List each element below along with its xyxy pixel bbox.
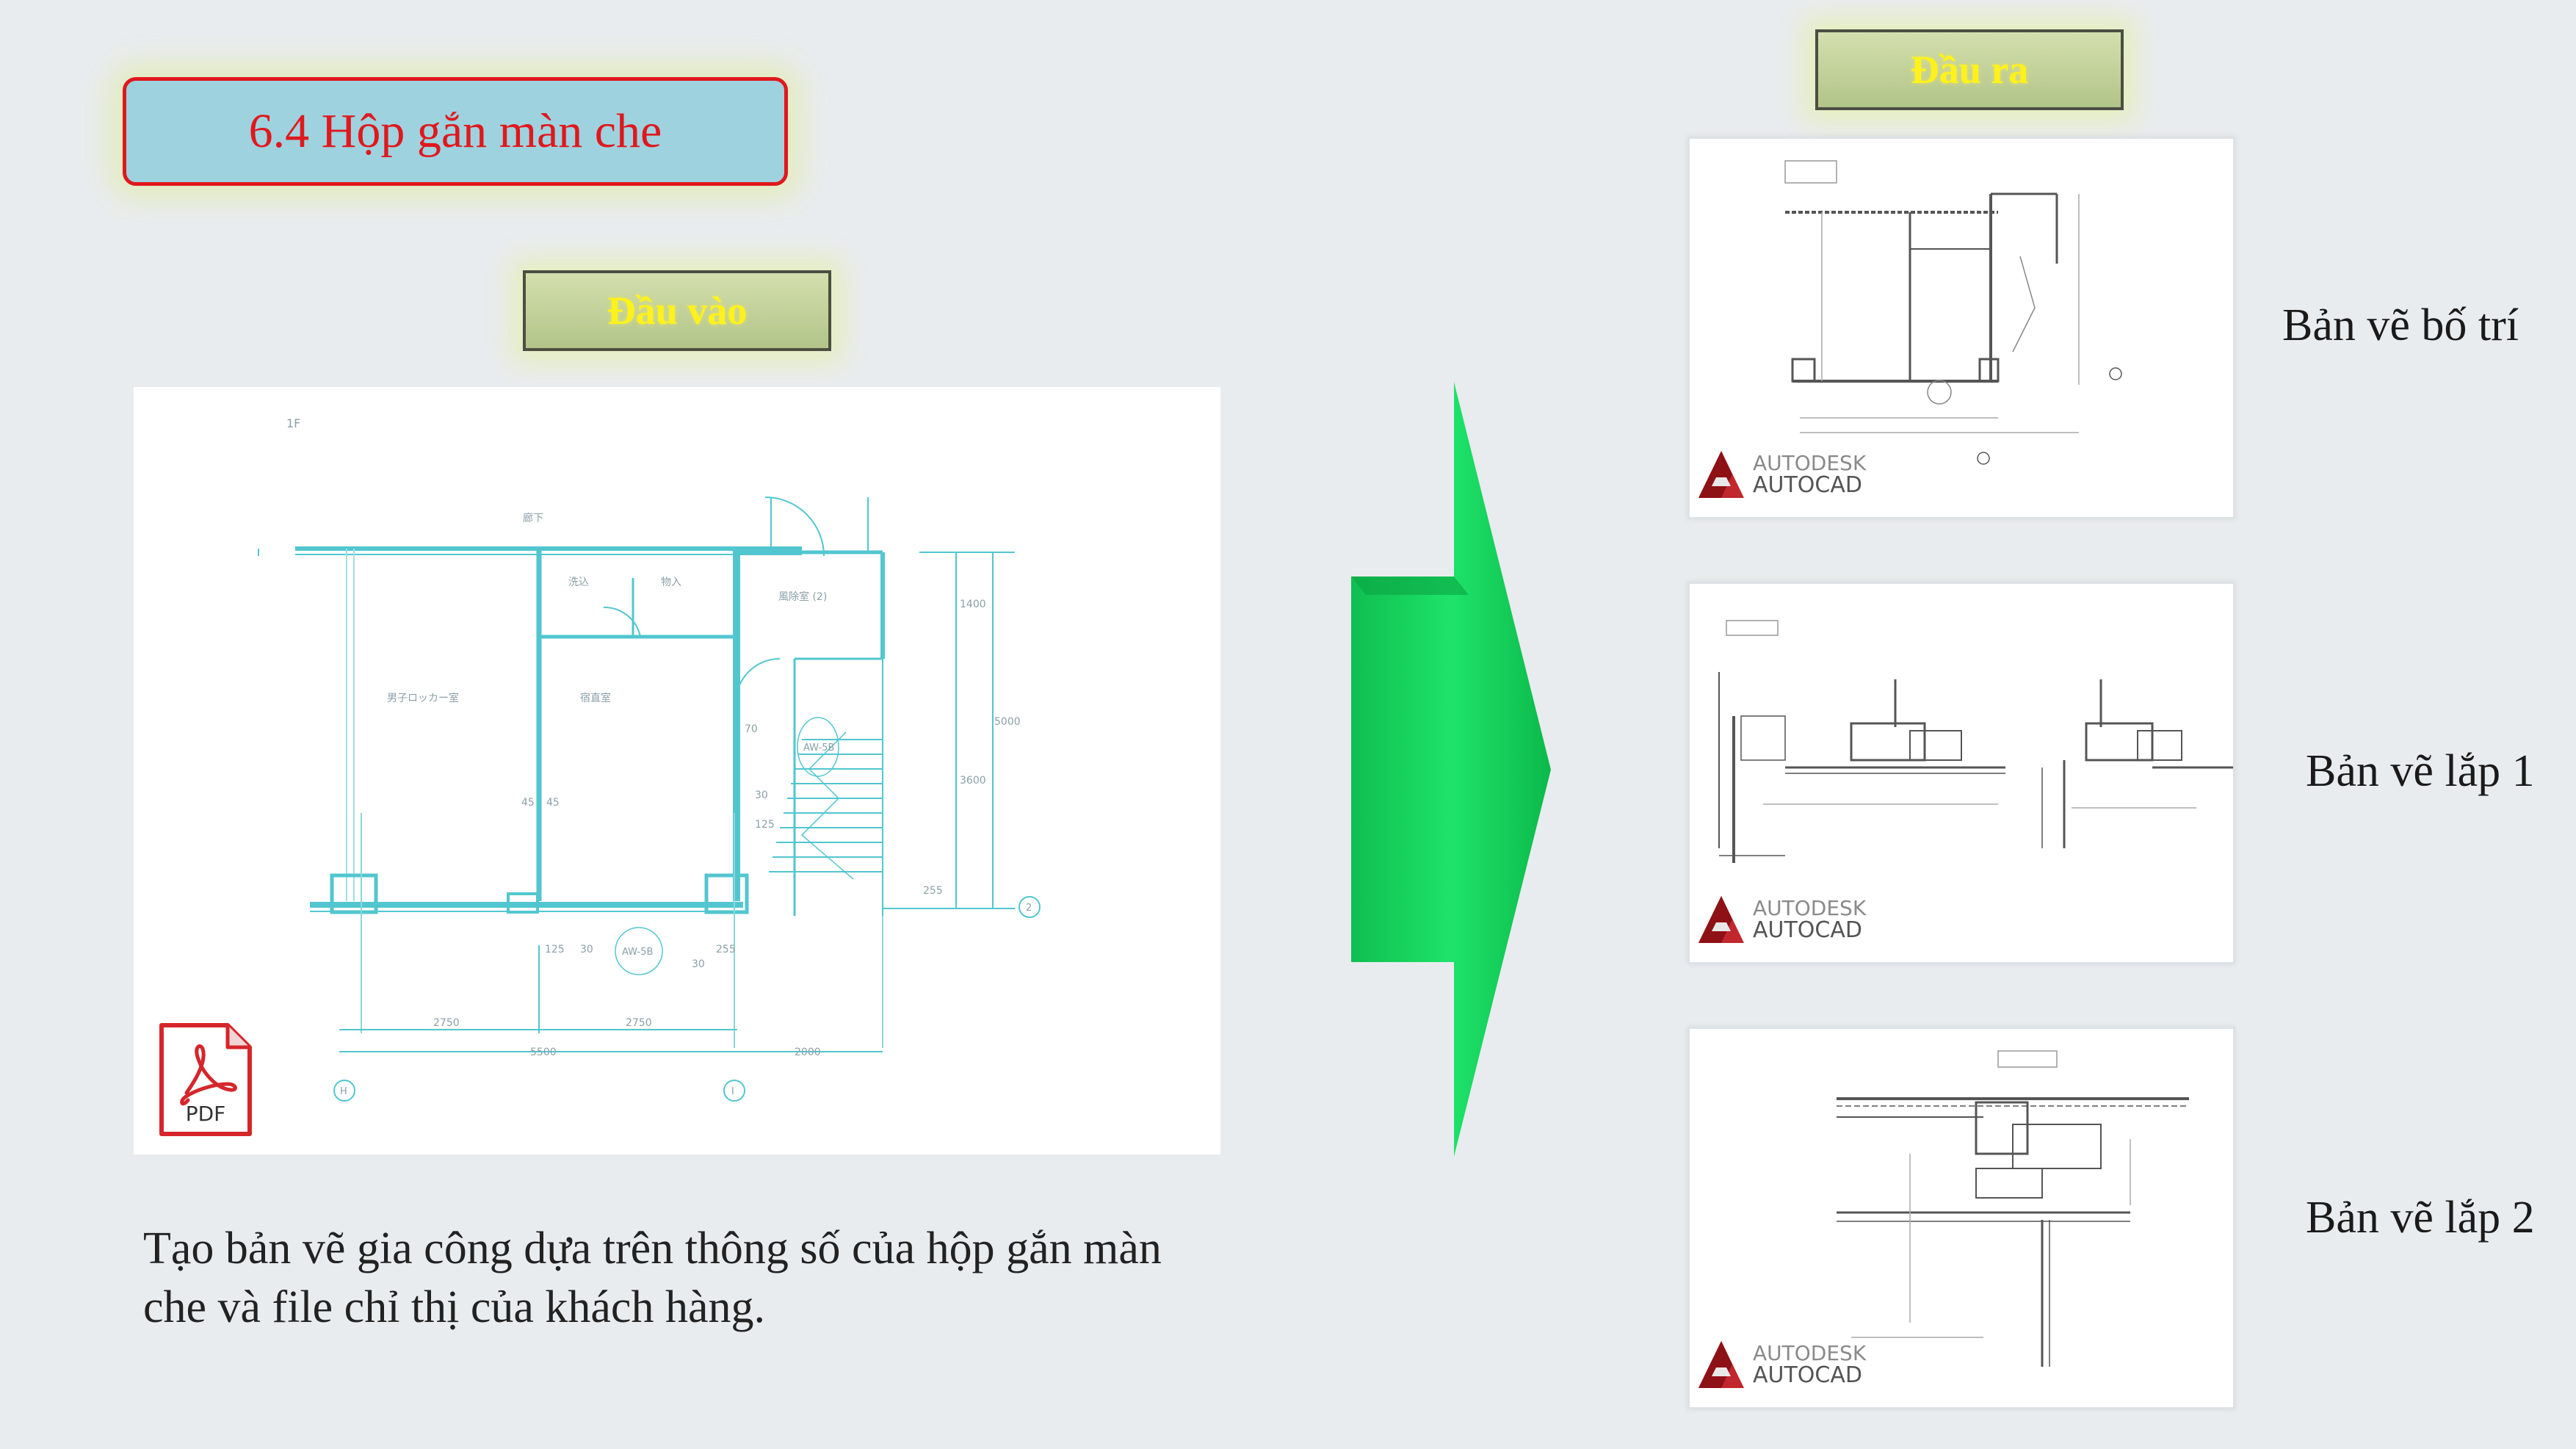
slide-title: 6.4 Hộp gắn màn che — [123, 77, 788, 186]
dim-label: 125 — [755, 819, 775, 831]
brand-line2: AUTOCAD — [1753, 917, 1862, 943]
output-thumbnail-assembly-1: AUTODESK AUTOCAD — [1687, 582, 2235, 964]
input-drawing-panel: 1F 廊下 洗込 物入 風除室 (2) 男子ロッカー室 宿直室 2750 275… — [134, 387, 1220, 1154]
autocad-icon — [1698, 1341, 1744, 1388]
output-label-layout: Bản vẽ bố trí — [2282, 300, 2519, 350]
output-label-assembly-2: Bản vẽ lắp 2 — [2306, 1193, 2535, 1243]
brand-line1: AUTODESK — [1753, 451, 1867, 475]
assembly-drawing-2 — [1837, 1050, 2189, 1367]
dim-label: 255 — [923, 885, 943, 897]
pdf-label: PDF — [186, 1102, 226, 1126]
autocad-logo: AUTODESK AUTOCAD — [1697, 448, 1866, 501]
process-arrow-icon — [1351, 382, 1557, 1157]
output-label: Đầu ra — [1815, 29, 2124, 110]
brand-line1: AUTODESK — [1753, 896, 1867, 920]
brand-line2: AUTOCAD — [1753, 1362, 1862, 1388]
brand-line1: AUTODESK — [1753, 1341, 1867, 1365]
autocad-icon — [1698, 896, 1744, 943]
grid-label: 2 — [1026, 903, 1032, 914]
dim-label: 255 — [716, 944, 736, 955]
window-tag: AW-5B — [803, 742, 834, 754]
dim-label: 5500 — [530, 1047, 557, 1058]
room-label: 廊下 — [523, 512, 543, 524]
dim-label: 45 — [521, 797, 535, 809]
assembly-drawing-1 — [1718, 620, 2233, 863]
dim-label: 30 — [692, 958, 705, 970]
description-text: Tạo bản vẽ gia công dựa trên thông số củ… — [143, 1224, 1162, 1332]
dim-label: 2750 — [626, 1017, 652, 1029]
pdf-file-icon: PDF — [157, 1021, 254, 1138]
dim-label: 70 — [745, 723, 758, 735]
output-thumbnail-layout: AUTODESK AUTOCAD — [1687, 137, 2235, 519]
dim-label: 1400 — [960, 599, 986, 610]
room-label: 洗込 — [568, 577, 589, 588]
input-label: Đầu vào — [523, 270, 831, 351]
autocad-logo: AUTODESK AUTOCAD — [1697, 893, 1866, 946]
autocad-icon — [1698, 451, 1744, 498]
output-label-assembly-1: Bản vẽ lắp 1 — [2306, 746, 2535, 796]
room-label: 男子ロッカー室 — [387, 692, 459, 704]
dim-label: 30 — [755, 789, 768, 801]
layout-drawing — [1784, 160, 2122, 465]
dim-label: 30 — [580, 944, 593, 955]
dim-label: 2750 — [433, 1017, 460, 1029]
autocad-logo: AUTODESK AUTOCAD — [1697, 1338, 1866, 1391]
room-label: 宿直室 — [580, 692, 611, 704]
floor-label: 1F — [286, 416, 300, 430]
dim-label: 45 — [546, 797, 560, 809]
window-tag: AW-5B — [622, 947, 653, 958]
grid-label: I — [731, 1086, 734, 1097]
output-thumbnail-assembly-2: AUTODESK AUTOCAD — [1687, 1027, 2235, 1409]
dim-label: 125 — [545, 944, 565, 955]
brand-line2: AUTOCAD — [1753, 472, 1862, 498]
room-label: 物入 — [661, 577, 681, 588]
grid-label: H — [340, 1086, 347, 1097]
dim-label: 2000 — [795, 1047, 821, 1058]
floor-plan-drawing: 1F 廊下 洗込 物入 風除室 (2) 男子ロッカー室 宿直室 2750 275… — [258, 416, 1041, 1102]
room-label: 風除室 (2) — [778, 590, 827, 603]
dim-label: 5000 — [994, 716, 1021, 728]
dim-label: 3600 — [960, 775, 986, 787]
